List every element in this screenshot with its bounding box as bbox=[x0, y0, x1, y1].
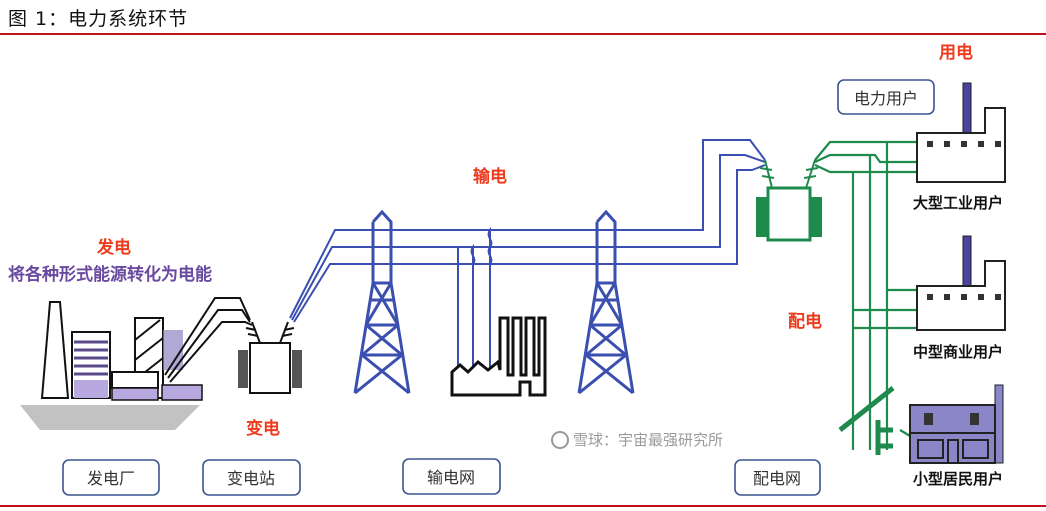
medium-commercial-user-icon bbox=[916, 235, 1006, 331]
watermark: 雪球：宇宙最强研究所 bbox=[551, 431, 723, 449]
bottom-divider bbox=[0, 505, 1046, 507]
stage-transformation-label: 变电 bbox=[246, 418, 280, 439]
substation-transformer-icon bbox=[238, 321, 302, 394]
substation-box-label: 变电站 bbox=[227, 469, 275, 488]
figure-title: 图 1：电力系统环节 bbox=[8, 8, 189, 30]
stage-consumption-label: 用电 bbox=[939, 42, 973, 63]
generator-leads bbox=[164, 297, 253, 383]
watermark-logo-icon bbox=[551, 431, 569, 449]
watermark-text: 雪球：宇宙最强研究所 bbox=[573, 431, 723, 449]
power-plant-box-label: 发电厂 bbox=[87, 469, 135, 488]
factory-icon bbox=[450, 316, 547, 397]
power-users-box: 电力用户 bbox=[837, 79, 935, 115]
transmission-tower-icon bbox=[353, 209, 411, 395]
large-industrial-user-icon bbox=[916, 82, 1006, 183]
stage-transmission-label: 输电 bbox=[473, 166, 507, 187]
generation-description: 将各种形式能源转化为电能 bbox=[8, 264, 212, 285]
stage-distribution-label: 配电 bbox=[788, 311, 822, 332]
distribution-lines bbox=[814, 140, 918, 450]
distribution-pole-icon bbox=[838, 386, 895, 455]
power-users-box-label: 电力用户 bbox=[854, 89, 918, 108]
transmission-grid-box: 输电网 bbox=[402, 458, 501, 495]
small-residential-user-icon bbox=[909, 384, 1004, 464]
power-plant-icon bbox=[20, 301, 203, 430]
transmission-lines bbox=[289, 139, 766, 370]
distribution-grid-box-label: 配电网 bbox=[753, 469, 801, 488]
substation-box: 变电站 bbox=[202, 459, 301, 496]
distribution-grid-box: 配电网 bbox=[734, 459, 821, 496]
transmission-tower-icon bbox=[577, 209, 635, 395]
top-divider bbox=[0, 33, 1046, 35]
large-industrial-user-label: 大型工业用户 bbox=[913, 194, 1003, 212]
small-residential-user-label: 小型居民用户 bbox=[913, 470, 1003, 488]
stage-generation-label: 发电 bbox=[96, 237, 131, 258]
medium-commercial-user-label: 中型商业用户 bbox=[913, 343, 1003, 361]
power-plant-box: 发电厂 bbox=[62, 459, 160, 496]
distribution-transformer-icon bbox=[756, 159, 822, 242]
transmission-grid-box-label: 输电网 bbox=[427, 468, 475, 487]
